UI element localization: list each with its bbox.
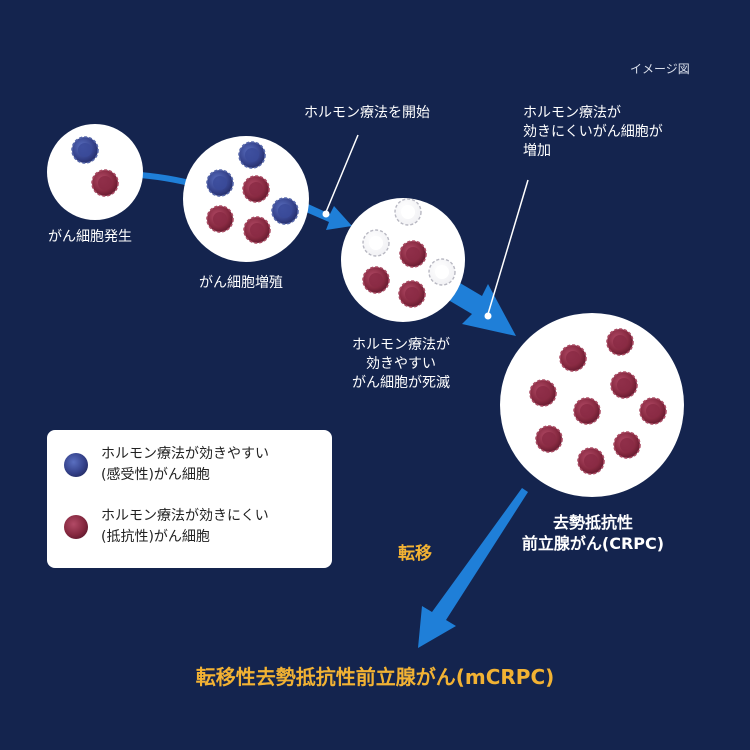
legend-sensitive-line-1: ホルモン療法が効きやすい: [101, 446, 269, 462]
resistant-cell: [573, 397, 601, 425]
legend-resistant-line-2: (抵抗性)がん細胞: [101, 529, 210, 545]
legend-text-sensitive: ホルモン療法が効きやすい (感受性)がん細胞: [101, 444, 269, 486]
resistant-cell: [362, 266, 390, 294]
resistant-cell: [242, 175, 270, 203]
resistant-cell-icon: [64, 515, 88, 539]
resistant-cell: [577, 447, 605, 475]
legend-row-sensitive: ホルモン療法が効きやすい (感受性)がん細胞: [63, 444, 269, 486]
callout-line-start: [325, 134, 359, 213]
callout-line-increase: [487, 179, 529, 315]
stage-label-proliferation: がん細胞増殖: [199, 275, 283, 291]
legend-resistant-line-1: ホルモン療法が効きにくい: [101, 508, 269, 524]
callout-increase-line-3: 増加: [523, 143, 551, 159]
stage-label-onset: がん細胞発生: [48, 229, 132, 245]
resistant-cell: [639, 397, 667, 425]
stage-label-crpc: 去勢抵抗性 前立腺がん(CRPC): [522, 512, 664, 554]
legend-text-resistant: ホルモン療法が効きにくい (抵抗性)がん細胞: [101, 506, 269, 548]
legend-row-resistant: ホルモン療法が効きにくい (抵抗性)がん細胞: [63, 506, 269, 548]
sensitive-cell: [271, 197, 299, 225]
resistant-cell: [206, 205, 234, 233]
resistant-cell: [559, 344, 587, 372]
crpc-line-2: 前立腺がん(CRPC): [521, 534, 665, 553]
stage-circle-onset: [47, 124, 143, 220]
callout-increase-line-1: ホルモン療法が: [523, 105, 621, 121]
callout-dot-start: [322, 210, 330, 218]
crpc-line-1: 去勢抵抗性: [552, 513, 634, 532]
transition-label: 転移: [398, 544, 432, 564]
resistant-cell: [243, 216, 271, 244]
die-off-line-1: ホルモン療法が: [352, 337, 450, 353]
sensitive-cell: [206, 169, 234, 197]
final-label: 転移性去勢抵抗性前立腺がん(mCRPC): [195, 665, 555, 689]
resistant-cell: [610, 371, 638, 399]
resistant-cell: [606, 328, 634, 356]
resistant-cell: [529, 379, 557, 407]
dead-cell: [362, 229, 390, 257]
dead-cell: [428, 258, 456, 286]
legend-box: ホルモン療法が効きやすい (感受性)がん細胞 ホルモン療法が効きにくい (抵抗性…: [47, 430, 332, 568]
resistant-cell: [535, 425, 563, 453]
metastasis-arrow: [418, 488, 528, 648]
die-off-line-2: 効きやすい: [366, 356, 436, 372]
stage-label-die-off: ホルモン療法が 効きやすい がん細胞が死滅: [352, 336, 450, 393]
resistant-cell: [399, 240, 427, 268]
resistant-cell: [91, 169, 119, 197]
resistant-cell: [613, 431, 641, 459]
callout-increase-line-2: 効きにくいがん細胞が: [523, 124, 663, 140]
legend-sensitive-line-2: (感受性)がん細胞: [101, 467, 210, 483]
dead-cell: [394, 198, 422, 226]
illustration-note: イメージ図: [630, 62, 690, 76]
sensitive-cell: [71, 136, 99, 164]
die-off-line-3: がん細胞が死滅: [352, 375, 450, 391]
callout-dot-increase: [484, 312, 492, 320]
callout-label-increase: ホルモン療法が 効きにくいがん細胞が 増加: [523, 104, 663, 161]
sensitive-cell: [238, 141, 266, 169]
cell-layer: [71, 136, 667, 475]
callout-label-start: ホルモン療法を開始: [304, 105, 430, 121]
resistant-cell: [398, 280, 426, 308]
sensitive-cell-icon: [64, 453, 88, 477]
